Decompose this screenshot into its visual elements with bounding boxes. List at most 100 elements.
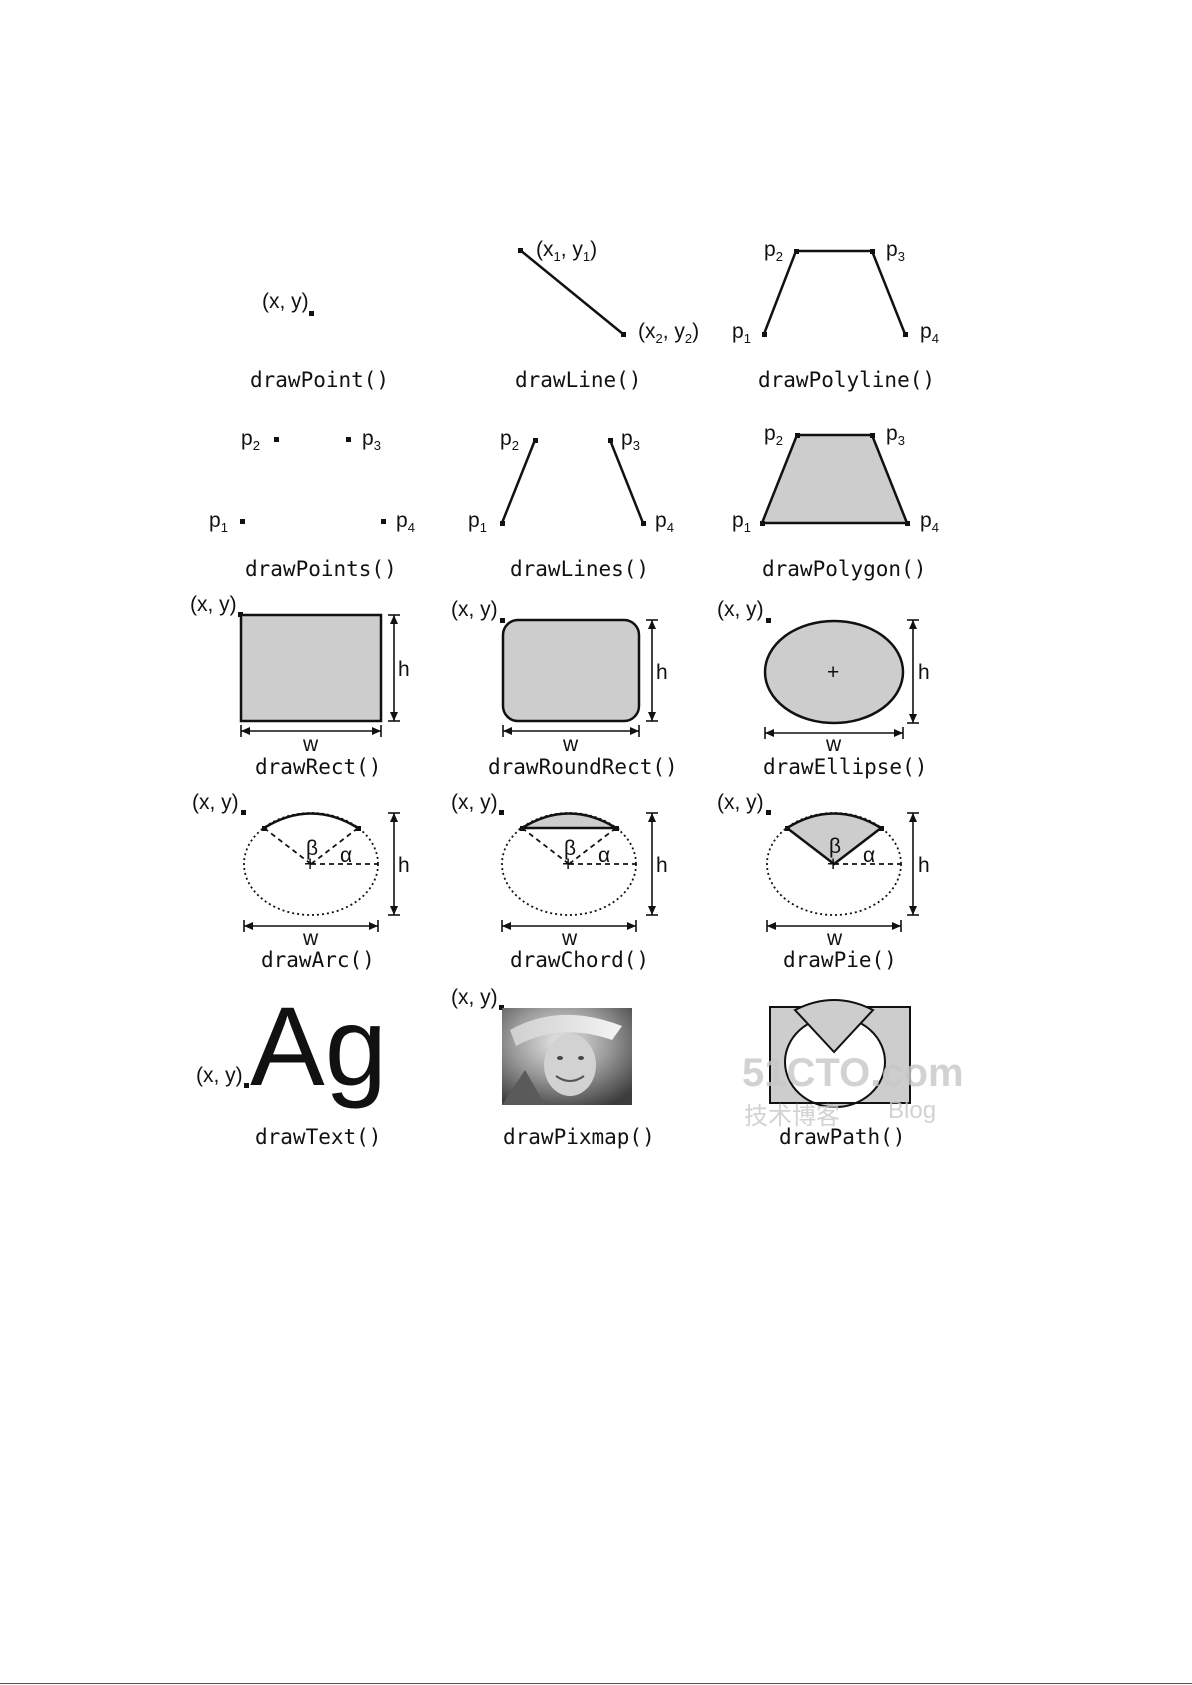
polygon-p2-label: p2: [764, 422, 783, 448]
dimension-arrow: [630, 727, 639, 735]
pie-beta-label: β: [829, 835, 841, 858]
cell-drawChord: (x, y) + β α w h drawChord(): [451, 791, 668, 972]
pie-origin-marker: [766, 810, 771, 815]
chord-h-label: h: [656, 854, 668, 877]
polygon-shape: [760, 433, 909, 525]
caption-drawPoints: drawPoints(): [245, 557, 397, 581]
angle-ray: [568, 827, 617, 865]
cell-drawPolygon: p2 p3 p1 p4 drawPolygon(): [732, 422, 939, 581]
polyline-p2-label: p2: [764, 238, 783, 264]
line-segment: [519, 249, 624, 335]
cell-drawText: (x, y) Ag drawText(): [196, 984, 387, 1149]
ellipse-h-label: h: [918, 661, 930, 684]
pie-alpha-label: α: [863, 844, 875, 867]
lines-point: [641, 521, 646, 526]
cell-drawPolyline: p2 p3 p1 p4 drawPolyline(): [732, 238, 939, 392]
path-pie-segment: [793, 999, 875, 1054]
dimension-arrow: [767, 922, 776, 930]
polygon-point: [760, 521, 765, 526]
cell-drawPath: 51CTO.com 技术博客 Blog drawPath(): [742, 999, 964, 1149]
dimension-arrow: [503, 727, 512, 735]
cell-drawPixmap: (x, y) drawPixmap(): [451, 986, 655, 1149]
photo-shoulder: [502, 1070, 545, 1105]
polyline-p4-label: p4: [920, 320, 939, 346]
watermark-blog: Blog: [888, 1097, 936, 1124]
lines-p1-label: p1: [468, 509, 487, 535]
ellipse-origin-marker: [766, 618, 771, 623]
caption-drawEllipse: drawEllipse(): [763, 755, 927, 779]
angle-ray: [310, 827, 359, 865]
photo-smile: [555, 1075, 585, 1082]
chord-endpoint: [614, 826, 619, 831]
points-p1-label: p1: [209, 509, 228, 535]
cell-drawPoint: (x, y) drawPoint(): [250, 290, 389, 392]
arc-endpoint: [356, 826, 361, 831]
polyline-point: [762, 332, 767, 337]
dimension-arrow: [892, 922, 901, 930]
chord-center-mark: +: [562, 853, 574, 876]
polyline-p1-label: p1: [732, 320, 751, 346]
caption-drawPie: drawPie(): [783, 948, 897, 972]
caption-drawPoint: drawPoint(): [250, 368, 389, 392]
photo-eye: [578, 1056, 584, 1060]
chord-origin-label: (x, y): [451, 791, 498, 814]
lines-segment: [500, 439, 537, 524]
ellipse-center-mark: +: [827, 661, 839, 684]
dimension-arrow: [909, 906, 917, 915]
lines-segment: [608, 439, 645, 524]
polygon-point: [905, 521, 910, 526]
dimension-arrow: [390, 615, 398, 624]
roundrect-origin-marker: [500, 618, 505, 623]
pie-endpoint: [879, 826, 884, 831]
pie-origin-label: (x, y): [717, 791, 764, 814]
caption-drawLine: drawLine(): [515, 368, 641, 392]
arc-h-label: h: [398, 854, 410, 877]
caption-drawArc: drawArc(): [261, 948, 375, 972]
arc-alpha-label: α: [340, 844, 352, 867]
dimension-arrow: [648, 712, 656, 721]
pie-shape: [784, 812, 884, 866]
cell-drawLine: (x1, y1) (x2, y2) drawLine(): [515, 238, 699, 392]
rect-shape: [239, 613, 383, 723]
caption-drawPath: drawPath(): [779, 1125, 905, 1149]
cell-drawLines: p2 p3 p1 p4 drawLines(): [468, 427, 674, 581]
line-start-point: [518, 248, 523, 253]
dimension-arrow: [627, 922, 636, 930]
lines-point: [500, 521, 505, 526]
line-start-label: (x1, y1): [536, 238, 597, 264]
dimension-arrow: [909, 714, 917, 723]
cell-drawPoints: p2 p3 p1 p4 drawPoints(): [209, 427, 415, 581]
cell-drawArc: (x, y) + β α w h drawArc(): [192, 791, 410, 972]
text-sample: Ag: [250, 984, 387, 1109]
lines-p2-label: p2: [500, 427, 519, 453]
angle-ray: [521, 827, 570, 865]
cell-drawRect: (x, y) w h drawRect(): [190, 593, 410, 779]
polygon-p3-label: p3: [886, 422, 905, 448]
angle-ray: [263, 827, 312, 865]
dimension-arrow: [909, 620, 917, 629]
roundrect-shape: [501, 618, 641, 723]
roundrect-h-label: h: [656, 661, 668, 684]
polygon-p1-label: p1: [732, 509, 751, 535]
text-origin-label: (x, y): [196, 1064, 243, 1087]
caption-drawPolyline: drawPolyline(): [758, 368, 935, 392]
ellipse-w-label: w: [825, 733, 842, 756]
text-origin-marker: [244, 1083, 249, 1088]
roundrect-origin-label: (x, y): [451, 598, 498, 621]
dimension-arrow: [241, 727, 250, 735]
cell-drawEllipse: (x, y) + w h drawEllipse(): [717, 598, 930, 779]
roundrect-w-label: w: [562, 733, 579, 756]
photo-face: [544, 1034, 596, 1096]
dimension-arrow: [765, 729, 774, 737]
arc-origin-label: (x, y): [192, 791, 239, 814]
dimension-arrow: [390, 712, 398, 721]
lines-point: [533, 438, 538, 443]
polyline-point: [794, 249, 799, 254]
caption-drawRoundRect: drawRoundRect(): [488, 755, 678, 779]
points-marker: [274, 437, 279, 442]
rect-w-label: w: [302, 733, 319, 756]
arc-endpoint: [262, 826, 267, 831]
polygon-point: [795, 433, 800, 438]
pie-center-mark: +: [827, 853, 839, 876]
